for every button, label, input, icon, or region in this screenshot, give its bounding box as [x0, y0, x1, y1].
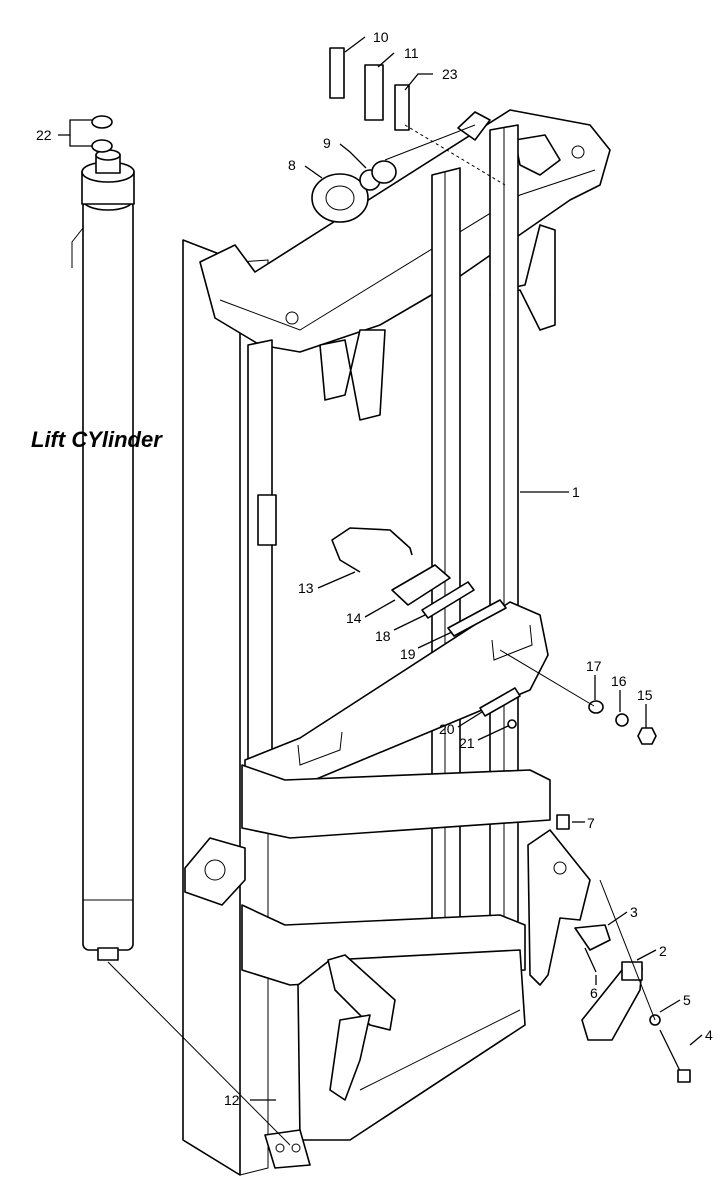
label-part-15: 15 [637, 687, 653, 703]
lower-carriage-frame [297, 949, 526, 1141]
label-part-16: 16 [611, 673, 627, 689]
nut-15 [637, 727, 657, 745]
label-part-14: 14 [346, 610, 362, 626]
washer-17 [588, 700, 604, 714]
bushing-3 [574, 924, 611, 951]
label-part-5: 5 [683, 992, 691, 1008]
label-part-20: 20 [439, 721, 455, 737]
grease-nipple-7 [556, 814, 570, 830]
label-part-13: 13 [298, 580, 314, 596]
label-part-17: 17 [586, 658, 602, 674]
cap-2 [581, 961, 643, 1041]
label-part-3: 3 [630, 904, 638, 920]
label-part-18: 18 [375, 628, 391, 644]
label-part-22: 22 [36, 127, 52, 143]
outer-mast-inner-face [247, 339, 277, 786]
label-part-23: 23 [442, 66, 458, 82]
label-part-2: 2 [659, 943, 667, 959]
part-number-labels: 10 11 23 22 9 8 1 13 14 18 19 17 16 15 2… [36, 29, 713, 1108]
label-part-4: 4 [705, 1027, 713, 1043]
roller-shaft [457, 111, 491, 141]
label-part-9: 9 [323, 135, 331, 151]
crossbar-hanging-brackets [319, 224, 556, 421]
label-part-6: 6 [590, 985, 598, 1001]
label-part-1: 1 [572, 484, 580, 500]
u-bolt [331, 527, 413, 573]
cylinder-seal-rings [91, 115, 113, 153]
diagram-title: Lift CYlinder [31, 427, 163, 452]
lift-cylinder [71, 149, 135, 961]
chain-anchor-block [391, 564, 451, 606]
bearing-washers [359, 160, 397, 191]
label-part-11: 11 [404, 45, 419, 61]
right-hinge-bracket [527, 829, 591, 986]
pin-6 [584, 947, 597, 973]
label-part-10: 10 [373, 29, 389, 45]
leader-lines [58, 36, 703, 1146]
label-part-7: 7 [587, 815, 595, 831]
label-part-21: 21 [459, 735, 475, 751]
label-part-8: 8 [288, 157, 296, 173]
bolt-4 [659, 1029, 691, 1083]
grease-fitting-small [507, 719, 517, 729]
label-part-12: 12 [224, 1092, 240, 1108]
mast-bottom-plate [264, 1129, 311, 1169]
left-mount-bracket [184, 837, 246, 906]
top-roller-bearing [311, 173, 369, 223]
shim-plates [421, 581, 521, 717]
top-plates [329, 47, 410, 131]
label-part-19: 19 [400, 646, 416, 662]
spring-washer-16 [615, 713, 629, 727]
